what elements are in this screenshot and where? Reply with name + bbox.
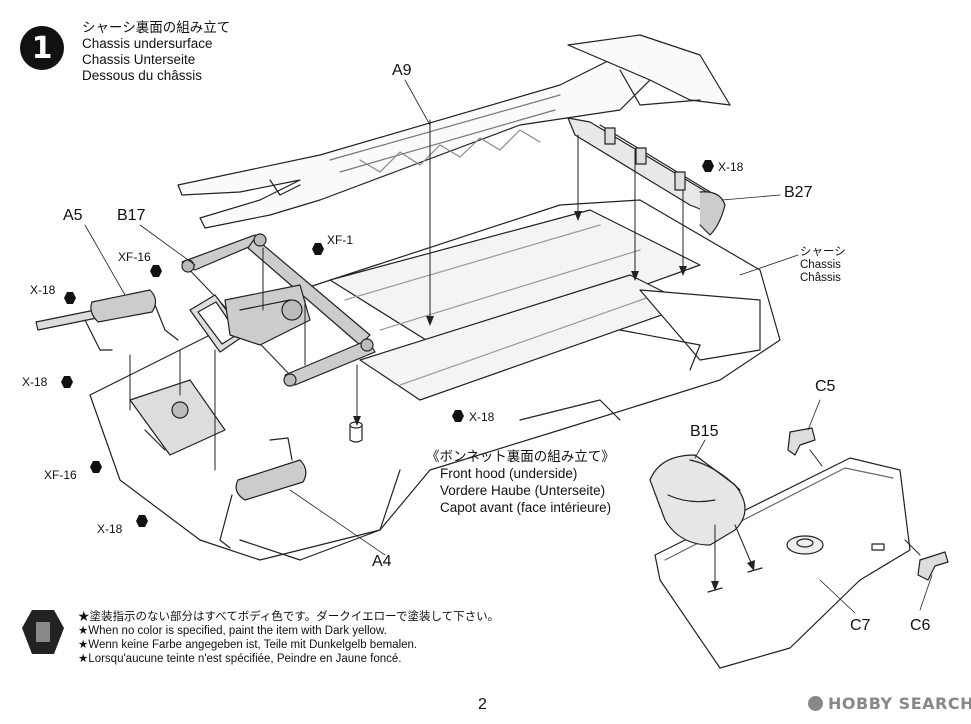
part-a9-frame <box>177 34 731 229</box>
paint-hex-icon <box>452 410 464 422</box>
hood-title-de: Vordere Haube (Unterseite) <box>440 483 606 498</box>
paint-hex-icon <box>312 243 324 255</box>
label-c7: C7 <box>850 617 871 634</box>
chassis-label-fr: Châssis <box>800 272 841 284</box>
engine-assembly <box>189 284 311 353</box>
part-a5-muffler <box>35 289 179 351</box>
watermark-logo-icon <box>808 696 823 711</box>
chassis-label-ja: シャーシ <box>800 246 846 258</box>
hood-title-ja: 《ボンネット裏面の組み立て》 <box>426 449 615 464</box>
arrow-heads <box>353 211 755 591</box>
paint-hex-icon <box>702 160 714 172</box>
paint-x18-left: X-18 <box>22 375 48 389</box>
part-b27-rear-bar <box>567 117 726 236</box>
paint-x18-bottom: X-18 <box>97 522 123 536</box>
paint-xf1: XF-1 <box>327 233 354 247</box>
part-a4-muffler <box>219 437 307 549</box>
watermark: HOBBY SEARCH <box>808 694 971 713</box>
paint-hex-icon <box>136 515 148 527</box>
paint-x18-center: X-18 <box>469 410 495 424</box>
step-title-ja: シャーシ裏面の組み立て <box>82 20 231 35</box>
label-b15: B15 <box>690 423 719 440</box>
paint-xf16-top: XF-16 <box>118 250 151 264</box>
label-c6: C6 <box>910 617 931 634</box>
note-de: ★Wenn keine Farbe angegeben ist, Teile m… <box>78 639 418 651</box>
paint-hex-icon <box>90 461 102 473</box>
hood-title-en: Front hood (underside) <box>440 466 578 481</box>
step-title-de: Chassis Unterseite <box>82 52 196 67</box>
chassis-label-en: Chassis <box>800 259 841 271</box>
label-c5: C5 <box>815 378 836 395</box>
page-number: 2 <box>478 696 487 713</box>
label-b17: B17 <box>117 207 146 224</box>
part-c5-bracket <box>787 427 816 456</box>
paint-hex-icon <box>61 376 73 388</box>
lower-engine-block <box>129 379 226 456</box>
paint-hex-icon <box>150 265 162 277</box>
paint-notes: ★塗装指示のない部分はすべてボディ色です。ダークイエローで塗装して下さい。 ★W… <box>78 610 499 666</box>
paint-bottle-icon <box>22 610 64 654</box>
note-ja: ★塗装指示のない部分はすべてボディ色です。ダークイエローで塗装して下さい。 <box>78 611 500 623</box>
chassis-label: シャーシ Chassis Châssis <box>800 246 846 285</box>
label-a9: A9 <box>392 62 412 79</box>
part-c6-bracket <box>917 551 949 581</box>
step-title-fr: Dessous du châssis <box>82 68 203 83</box>
paint-xf16-bottom: XF-16 <box>44 468 77 482</box>
assembly-arrows <box>129 119 921 586</box>
step-title-en: Chassis undersurface <box>82 36 213 51</box>
paint-x18-a5: X-18 <box>30 283 56 297</box>
chassis-floor-pan <box>89 199 781 561</box>
step-number-badge: 1 <box>20 26 64 70</box>
label-b27: B27 <box>784 184 813 201</box>
note-en: ★When no color is specified, paint the i… <box>78 625 387 637</box>
part-b15-spare-tire <box>649 454 746 546</box>
note-fr: ★Lorsqu'aucune teinte n'est spécifiée, P… <box>78 653 402 665</box>
hood-substep-title: 《ボンネット裏面の組み立て》 Front hood (underside) Vo… <box>426 448 615 516</box>
paint-hex-icon <box>64 292 76 304</box>
leader-lines <box>84 79 933 614</box>
hood-title-fr: Capot avant (face intérieure) <box>440 500 612 515</box>
step-title: シャーシ裏面の組み立て Chassis undersurface Chassis… <box>82 20 230 84</box>
paint-x18-b27: X-18 <box>718 160 744 174</box>
label-a4: A4 <box>372 553 392 570</box>
label-a5: A5 <box>63 207 83 224</box>
watermark-text: HOBBY SEARCH <box>828 694 971 713</box>
